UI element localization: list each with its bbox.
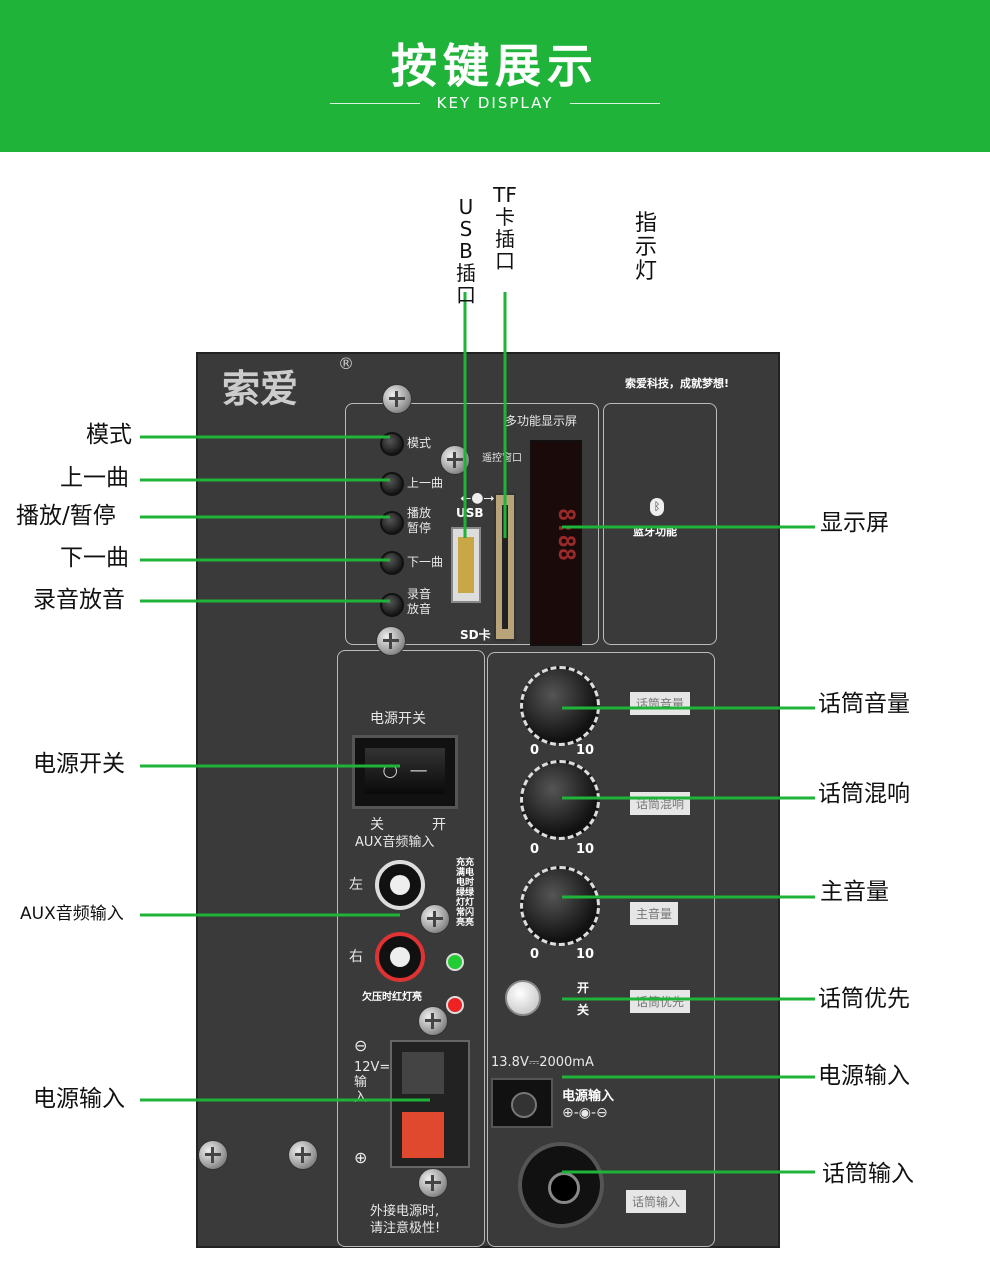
prev-track-button[interactable] [380,472,404,496]
master-volume-tag: 主音量 [630,902,679,925]
minus-sign-icon: ⊖ [354,1036,368,1055]
screw [198,1140,228,1170]
power-switch-title: 电源开关 [370,711,426,727]
usb-port[interactable] [451,527,481,603]
usb-label: USB [456,506,484,520]
power-spec-label: 13.8V⎓2000mA [491,1055,594,1070]
play-label-2: 暂停 [407,521,432,535]
play-pause-callout: 播放/暂停 [16,503,116,529]
next-track-button[interactable] [380,551,404,575]
mic-priority-button[interactable] [505,980,541,1016]
knob-section-border [487,652,715,1247]
power-switch[interactable]: ○ — [352,735,458,809]
screw [420,904,450,934]
knob3-max: 10 [576,947,595,962]
dc-power-jack[interactable] [491,1078,553,1128]
ext-power-note-2: 请注意极性! [370,1221,441,1236]
knob3-min: 0 [530,947,540,962]
aux-in-callout: AUX音频输入 [20,904,124,924]
record-button[interactable] [380,593,404,617]
mic-echo-callout: 话筒混响 [818,781,910,807]
mic-volume-knob[interactable] [520,666,600,746]
mode-button-label: 模式 [407,436,432,450]
priority-off-label: 关 [577,1003,590,1017]
page-title: 按键展示 [391,39,599,93]
screw [288,1140,318,1170]
charge-indicator-led [446,953,464,971]
power-in-left-callout: 电源输入 [33,1086,125,1112]
play-label-1: 播放 [407,506,432,520]
aux-left-jack[interactable] [375,860,425,910]
control-section-border [345,403,599,645]
slogan: 索爱科技，成就梦想! [625,377,730,390]
power-section-border [337,650,485,1247]
plus-sign-icon: ⊕ [354,1148,368,1167]
record-label-2: 放音 [407,602,432,616]
knob2-min: 0 [530,842,540,857]
master-volume-callout: 主音量 [820,879,889,905]
screw [382,384,412,414]
led-display: 8:88 [530,440,582,646]
aux-right-jack[interactable] [375,932,425,982]
aux-left-label: 左 [349,877,363,893]
bluetooth-section-border [603,403,717,645]
mic-in-callout: 话筒输入 [822,1161,914,1187]
knob2-max: 10 [576,842,595,857]
next-callout: 下一曲 [60,545,129,571]
brand-logo: 索爱 [222,367,299,411]
page-subtitle: KEY DISPLAY [436,94,554,112]
header-banner: 按键展示 KEY DISPLAY [0,0,990,152]
screw [376,626,406,656]
screw [418,1006,448,1036]
knob1-min: 0 [530,743,540,758]
mic-echo-knob[interactable] [520,760,600,840]
power-switch-callout: 电源开关 [33,751,125,777]
tf-card-slot[interactable] [494,493,516,641]
low-voltage-label: 欠压时红灯亮 [362,992,422,1003]
sd-card-label: SD卡 [460,628,491,642]
priority-on-label: 开 [577,981,590,995]
tf-port-callout: TF卡插口 [493,183,517,273]
low-voltage-led [446,996,464,1014]
charge-note: 充充满电电时绿绿灯灯常闪亮亮 [456,858,475,928]
aux-title: AUX音频输入 [355,835,435,850]
bluetooth-icon: ᛒ [650,498,664,516]
record-label-1: 录音 [407,587,432,601]
play-pause-button[interactable] [380,511,404,535]
aux-right-label: 右 [349,949,363,965]
dc-power-terminal[interactable] [390,1040,470,1168]
bluetooth-label: 蓝牙功能 [633,525,677,538]
mic-volume-callout: 话筒音量 [818,691,910,717]
record-callout: 录音放音 [33,587,125,613]
switch-on-label: 开 [432,817,446,833]
mic-input-tag: 话筒输入 [626,1190,687,1213]
knob1-max: 10 [576,743,595,758]
screw [418,1168,448,1198]
usb-symbol-icon: ⭠●⭢ [460,490,495,506]
prev-track-label: 上一曲 [407,476,444,490]
prev-callout: 上一曲 [60,465,129,491]
display-title: 多功能显示屏 [505,414,578,428]
remote-window-label: 遥控窗口 [482,453,522,464]
registered-mark: ® [338,354,354,373]
display-callout: 显示屏 [820,510,889,536]
power-in-right-callout: 电源输入 [818,1063,910,1089]
mode-callout: 模式 [86,422,132,448]
subtitle-rule-left [330,103,420,104]
mic-priority-callout: 话筒优先 [818,986,910,1012]
usb-port-callout: USB插口 [456,195,476,307]
ext-power-note-1: 外接电源时, [370,1204,440,1219]
polarity-icon: ⊕-◉-⊖ [562,1105,608,1121]
power-input-label: 电源输入 [562,1089,615,1104]
next-track-label: 下一曲 [407,555,444,569]
subtitle-rule-right [570,103,660,104]
indicator-callout: 指示灯 [634,211,657,285]
master-volume-knob[interactable] [520,866,600,946]
switch-off-label: 关 [370,817,384,833]
